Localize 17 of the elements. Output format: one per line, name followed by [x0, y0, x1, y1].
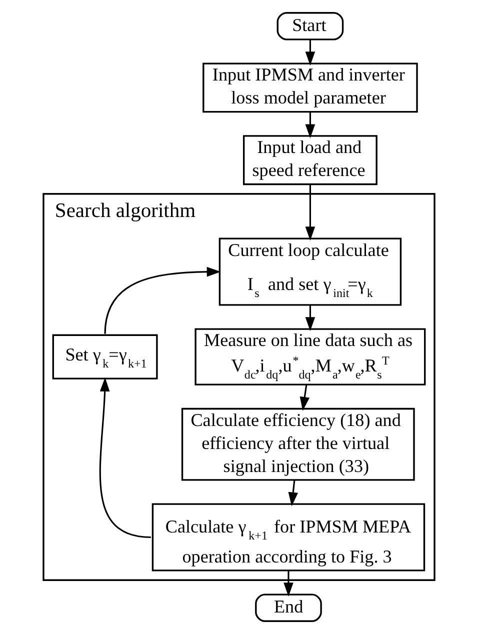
arrow: [98, 377, 150, 538]
arrow: [304, 112, 315, 138]
arrow: [288, 480, 298, 506]
arrow: [304, 305, 315, 332]
arrow: [304, 40, 315, 66]
node-box: Calculate efficiency (18) and efficiency after the virtual signal injection (33): [180, 408, 414, 481]
node-box: Current loop calculate I$_{s}$ and set γ$_{init}$=γ$_{k}$: [218, 238, 402, 306]
arrow: [299, 384, 310, 411]
node-box: Calculate γ$_{k+1}$ for IPMSM MEPA operation according to Fig. 3: [151, 503, 425, 572]
arrow: [104, 266, 220, 334]
arrow: [283, 570, 293, 597]
node-box: Start: [276, 12, 344, 40]
arrow: [304, 184, 315, 241]
node-box: End: [254, 594, 322, 622]
node-box: Set γ$_{k}$=γ$_{k+1}$: [52, 334, 158, 380]
node-box: Input load and speed reference: [242, 135, 377, 186]
node-box: Input IPMSM and inverter loss model parameter: [202, 62, 418, 113]
